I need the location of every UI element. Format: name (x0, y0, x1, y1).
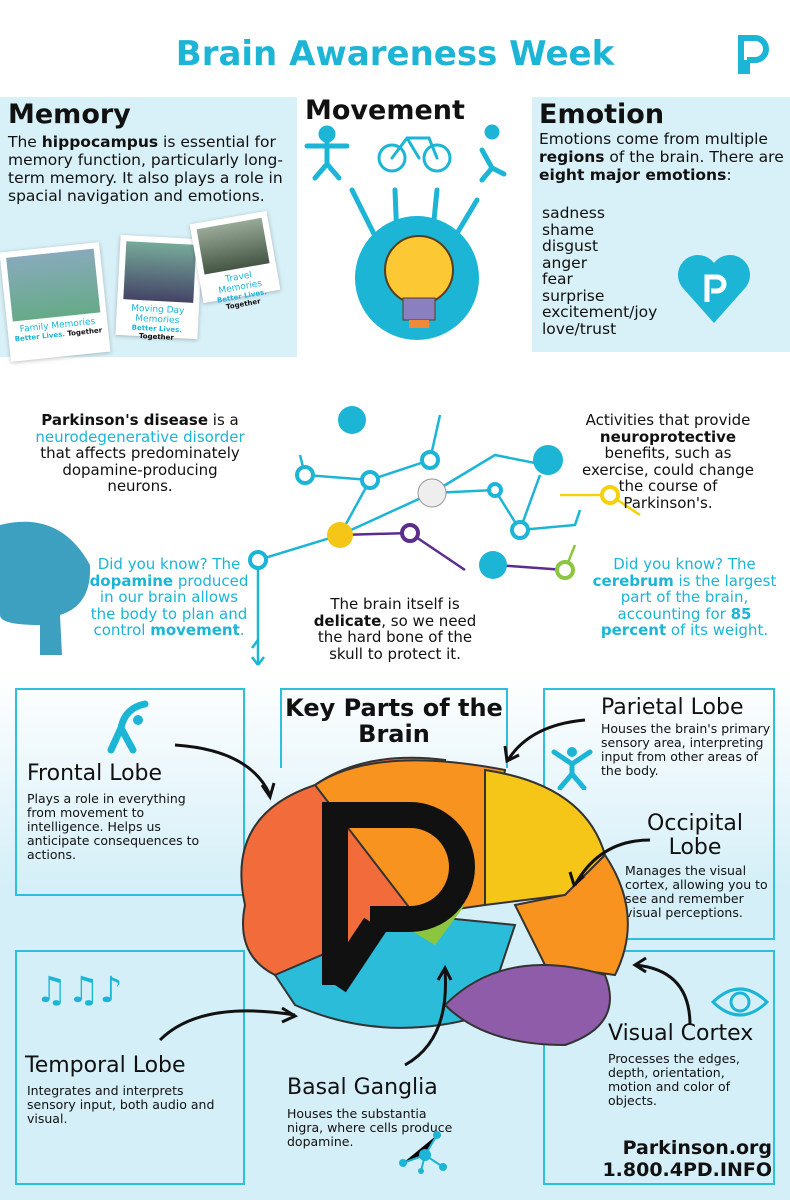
doctor-icon (417, 478, 447, 508)
parkinson-logo-mark (322, 802, 475, 985)
parietal-lobe-desc: Houses the brain's primary sensory area,… (601, 721, 771, 778)
emotion-title: Emotion (539, 99, 665, 130)
banana-icon (327, 522, 353, 548)
emotion-panel: Emotion Emotions come from multiple regi… (532, 97, 790, 352)
lightbulb-icon (384, 235, 454, 305)
visual-cortex-desc: Processes the edges, depth, orientation,… (608, 1051, 740, 1108)
parietal-occipital-box: Parietal Lobe Houses the brain's primary… (543, 688, 775, 940)
emotion-text: Emotions come from multiple regions of t… (539, 130, 784, 184)
occipital-lobe-title: Occipital Lobe (647, 811, 743, 860)
temporal-lobe-box: ♫♫♪ Temporal Lobe Integrates and interpr… (15, 950, 245, 1185)
key-parts-box: Key Parts of the Brain (280, 688, 508, 768)
heart-logo-icon (678, 255, 750, 323)
temporal-lobe-title: Temporal Lobe (25, 1053, 186, 1078)
parkinson-logo-icon (738, 35, 769, 74)
lightning-icon (338, 406, 366, 434)
occipital-lobe-desc: Manages the visual cortex, allowing you … (625, 863, 768, 920)
temporal-lobe-desc: Integrates and interprets sensory input,… (27, 1083, 215, 1126)
brain-network-icon (0, 521, 91, 655)
cerebrum-fact: Did you know? The cerebrum is the larges… (592, 555, 777, 639)
brain-icon (479, 551, 507, 579)
footer-contact: Parkinson.org 1.800.4PD.INFO (600, 1137, 772, 1181)
skull-fact: The brain itself is delicate, so we need… (313, 595, 477, 663)
basal-ganglia-desc: Houses the substantia nigra, where cells… (287, 1106, 453, 1149)
stretching-person-icon (107, 700, 149, 754)
music-notes-icon: ♫♫♪ (35, 970, 123, 1011)
frontal-lobe-box: Frontal Lobe Plays a role in everything … (15, 688, 245, 896)
frontal-lobe-desc: Plays a role in everything from movement… (27, 791, 200, 862)
movement-illustration (304, 124, 507, 340)
footer-website[interactable]: Parkinson.org (622, 1137, 772, 1159)
page-title: Brain Awareness Week (175, 34, 615, 74)
brain-illustration (240, 756, 629, 1047)
parietal-lobe-title: Parietal Lobe (601, 695, 744, 720)
basal-ganglia-title: Basal Ganglia (287, 1075, 438, 1100)
runner-icon (533, 445, 563, 475)
movement-title: Movement (305, 95, 465, 126)
neuroprotective-text: Activities that provide neuroprotective … (581, 411, 755, 512)
key-parts-title: Key Parts of the Brain (285, 694, 503, 748)
eye-icon (710, 987, 770, 1017)
frontal-lobe-title: Frontal Lobe (27, 761, 163, 786)
pointer-arrows (158, 718, 692, 1067)
visual-cortex-box: Visual Cortex Processes the edges, depth… (543, 950, 775, 1185)
memory-title: Memory (8, 99, 131, 130)
memory-panel: Memory The hippocampus is essential for … (0, 97, 297, 362)
visual-cortex-title: Visual Cortex (608, 1021, 754, 1046)
dopamine-fact: Did you know? The dopamine produced in o… (89, 555, 249, 639)
molecule-icon (399, 1131, 447, 1174)
pd-text: Parkinson's disease is a neurodegenerati… (35, 411, 245, 495)
memory-text: The hippocampus is essential for memory … (8, 133, 283, 205)
neuron-network-diagram (248, 406, 641, 666)
jumping-person-icon (551, 747, 593, 790)
footer-phone[interactable]: 1.800.4PD.INFO (602, 1159, 772, 1181)
cerebellum-region (443, 964, 611, 1047)
